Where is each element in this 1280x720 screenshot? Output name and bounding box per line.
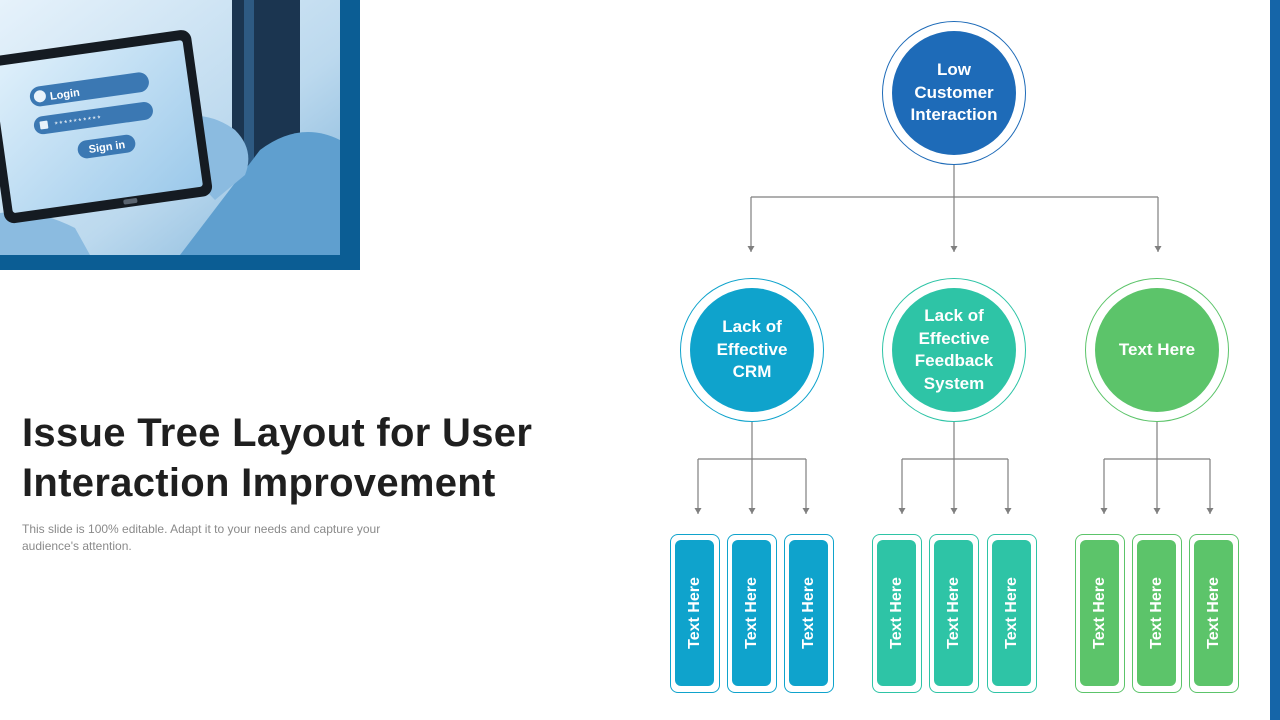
branch-node-text: Text Here [1085,278,1229,422]
leaf-box: Text Here [987,534,1037,693]
leaf-box: Text Here [1075,534,1125,693]
leaf-box-fill: Text Here [877,540,916,686]
leaf-label: Text Here [1002,577,1020,649]
leaf-box: Text Here [872,534,922,693]
leaf-box-fill: Text Here [675,540,714,686]
leaf-box-fill: Text Here [732,540,771,686]
leaf-box: Text Here [784,534,834,693]
svg-text:Sign in: Sign in [88,139,126,156]
slide-subtitle: This slide is 100% editable. Adapt it to… [22,522,381,553]
leaf-box-fill: Text Here [1080,540,1119,686]
photo-frame: Login ********** Sign in [0,0,360,270]
leaf-box-fill: Text Here [1194,540,1233,686]
leaf-box-fill: Text Here [992,540,1031,686]
leaf-label: Text Here [1204,577,1222,649]
leaf-box-fill: Text Here [934,540,973,686]
leaf-label: Text Here [887,577,905,649]
branch-node-feedback-label: Lack of Effective Feedback System [892,288,1016,412]
leaf-label: Text Here [1147,577,1165,649]
svg-text:Login: Login [49,87,81,103]
leaf-label: Text Here [1090,577,1108,649]
branch-node-text-label: Text Here [1095,288,1219,412]
branch-node-crm: Lack of Effective CRM [680,278,824,422]
leaf-box-fill: Text Here [789,540,828,686]
root-node-label: Low Customer Interaction [892,31,1016,155]
leaf-label: Text Here [799,577,817,649]
leaf-label: Text Here [685,577,703,649]
leaf-box: Text Here [1189,534,1239,693]
leaf-box: Text Here [727,534,777,693]
leaf-box: Text Here [1132,534,1182,693]
slide-title: Issue Tree Layout for User Interaction I… [22,411,533,505]
accent-bar [1270,0,1280,720]
leaf-label: Text Here [742,577,760,649]
branch-node-feedback: Lack of Effective Feedback System [882,278,1026,422]
leaf-box: Text Here [670,534,720,693]
leaf-box: Text Here [929,534,979,693]
tablet-login-photo: Login ********** Sign in [0,0,340,255]
leaf-label: Text Here [944,577,962,649]
root-node: Low Customer Interaction [882,21,1026,165]
branch-node-crm-label: Lack of Effective CRM [690,288,814,412]
leaf-box-fill: Text Here [1137,540,1176,686]
